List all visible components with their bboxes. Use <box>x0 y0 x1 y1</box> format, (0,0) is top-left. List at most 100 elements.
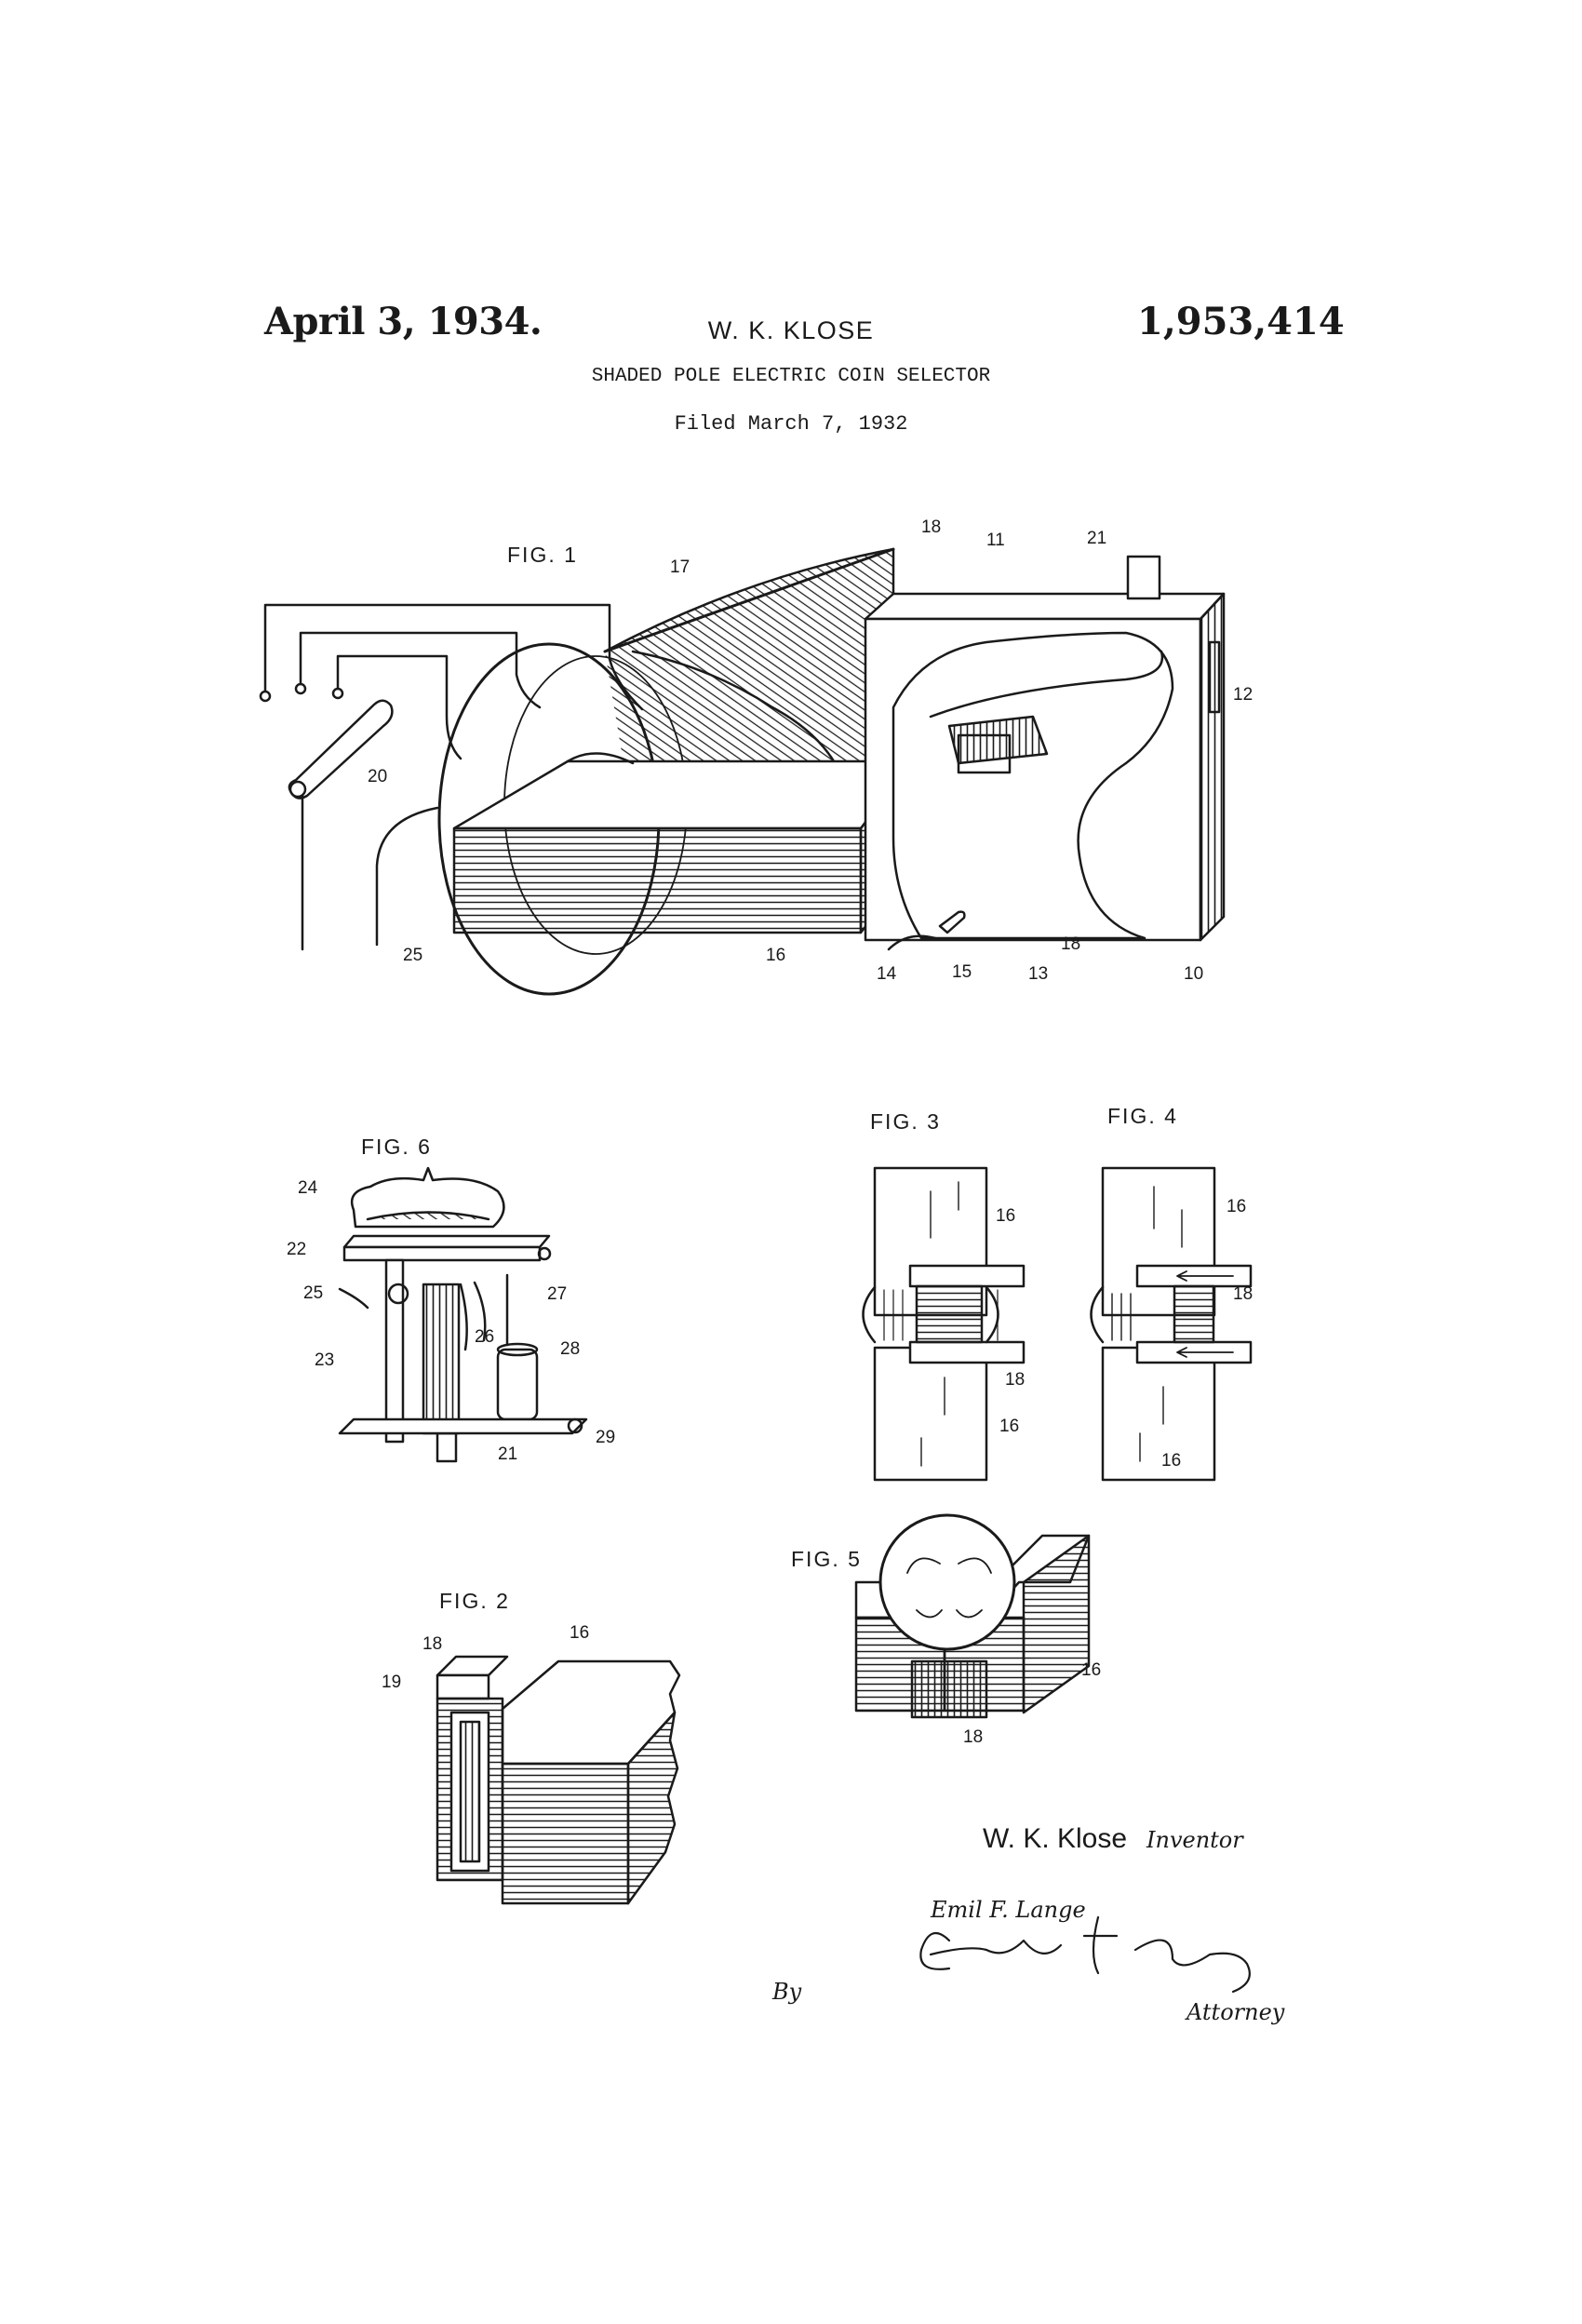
fig5-label: FIG. 5 <box>791 1547 862 1571</box>
lamp <box>350 1166 505 1229</box>
pivot <box>387 1283 409 1305</box>
fig5-ref-16: 16 <box>1081 1660 1101 1680</box>
figure-2 <box>436 1655 681 1905</box>
pole-18 <box>910 1659 988 1719</box>
figure-6 <box>338 1166 588 1463</box>
ring-top <box>436 1655 509 1677</box>
inventor-header: W. K. KLOSE <box>707 316 875 344</box>
terminal <box>259 690 272 703</box>
by-label: By <box>771 1979 802 2005</box>
fig4-label: FIG. 4 <box>1107 1104 1178 1128</box>
fig6-ref-27: 27 <box>547 1284 567 1304</box>
fig3-ref-16b: 16 <box>999 1417 1019 1436</box>
fig1-ref-16: 16 <box>766 946 785 965</box>
fig6-ref-21: 21 <box>498 1444 517 1464</box>
fig1-label: FIG. 1 <box>507 543 578 567</box>
plate-22 <box>342 1245 542 1262</box>
core-lower <box>1101 1346 1216 1482</box>
fig5-ref-18: 18 <box>963 1727 983 1747</box>
figure-5 <box>854 1513 1091 1719</box>
cylinder-top <box>496 1342 539 1357</box>
plunger-stem <box>436 1431 458 1463</box>
wire-lead <box>336 654 463 760</box>
fig6-ref-24: 24 <box>298 1178 318 1198</box>
flux-loop <box>1090 1285 1105 1344</box>
core-front <box>452 826 863 934</box>
figure-3 <box>862 1166 1026 1482</box>
fig1-ref-17: 17 <box>670 557 690 577</box>
arrow <box>1176 1347 1234 1358</box>
fig6-ref-29: 29 <box>596 1428 615 1447</box>
fig4-ref-16a: 16 <box>1227 1197 1246 1216</box>
inventor-caption: Inventor <box>1146 1827 1244 1853</box>
fig1-ref-21: 21 <box>1087 529 1106 548</box>
shading-ring <box>957 733 1012 774</box>
attorney-caption: Attorney <box>1185 1999 1285 2025</box>
filed-date: Filed March 7, 1932 <box>674 412 908 436</box>
rod-end <box>288 780 307 799</box>
fig6-ref-25: 25 <box>303 1283 323 1303</box>
core-bore <box>566 752 635 765</box>
coil-top <box>603 547 895 653</box>
fig1-ref-20: 20 <box>368 767 387 786</box>
plate-pin <box>537 1246 552 1261</box>
block-end <box>626 1711 679 1905</box>
attorney-signature-stroke <box>919 1915 1251 1994</box>
fig1-ref-18b: 18 <box>1061 934 1080 954</box>
eddy-current <box>906 1557 992 1619</box>
fig1-ref-12: 12 <box>1233 685 1253 705</box>
pole-piece <box>947 715 1049 765</box>
fig6-ref-28: 28 <box>560 1339 580 1359</box>
column-23 <box>384 1258 405 1444</box>
patent-number: 1,953,414 <box>1137 300 1345 343</box>
coin-slot <box>1208 640 1221 714</box>
wire-lead <box>299 631 542 709</box>
wire-26 <box>459 1283 468 1351</box>
attorney-signature: Emil F. Lange <box>930 1897 1086 1923</box>
plate-top <box>342 1234 551 1249</box>
fig3-label: FIG. 3 <box>870 1109 941 1134</box>
housing-top <box>864 592 1226 621</box>
fig2-ref-18: 18 <box>422 1634 442 1654</box>
pole-gap <box>915 1284 984 1344</box>
ring-slot <box>459 1720 481 1863</box>
coin <box>878 1513 1016 1651</box>
fig4-ref-16b: 16 <box>1161 1451 1181 1471</box>
screw-29 <box>567 1417 583 1434</box>
part-15 <box>938 910 966 934</box>
patent-title: SHADED POLE ELECTRIC COIN SELECTOR <box>591 366 991 387</box>
fig6-ref-23: 23 <box>315 1350 334 1370</box>
terminal <box>294 682 307 695</box>
core-lower <box>873 1346 988 1482</box>
ring-18 <box>436 1673 490 1700</box>
fig6-label: FIG. 6 <box>361 1135 432 1159</box>
terminal <box>331 687 344 700</box>
plunger-21 <box>422 1283 461 1435</box>
arrow <box>1176 1270 1234 1282</box>
shading-bar <box>908 1340 1026 1364</box>
fig1-ref-18a: 18 <box>921 517 941 537</box>
fig6-ref-26: 26 <box>475 1327 494 1347</box>
coin-path <box>929 650 1164 719</box>
inventor-name: W. K. Klose <box>983 1823 1127 1854</box>
fig6-ref-22: 22 <box>287 1240 306 1259</box>
block-front <box>501 1762 630 1905</box>
base-plate <box>338 1417 588 1435</box>
part-14 <box>887 934 937 951</box>
fig2-ref-16: 16 <box>570 1623 589 1643</box>
fig1-ref-13: 13 <box>1028 964 1048 984</box>
shading-bar <box>908 1264 1026 1288</box>
figure-1 <box>259 547 1226 996</box>
lead-25-fig6 <box>338 1287 369 1310</box>
fig2-ref-19: 19 <box>382 1672 401 1692</box>
coin-rod <box>288 699 394 799</box>
fig1-ref-15: 15 <box>952 962 972 982</box>
wire-26b <box>473 1281 487 1342</box>
fig1-ref-25: 25 <box>403 946 422 965</box>
fig1-ref-10: 10 <box>1184 964 1203 984</box>
fig1-ref-11: 11 <box>986 531 1005 550</box>
fig2-label: FIG. 2 <box>439 1589 510 1613</box>
plunger <box>1126 555 1161 600</box>
housing-cutaway <box>892 631 1174 940</box>
